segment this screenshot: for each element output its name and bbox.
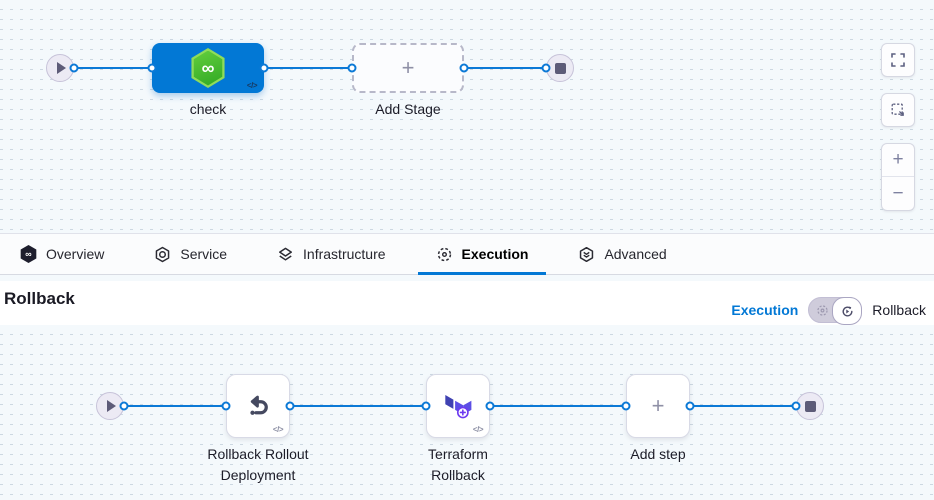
connector-point[interactable] (541, 63, 551, 73)
canvas-controls: + − (881, 43, 915, 211)
code-view-icon[interactable]: </> (272, 425, 284, 434)
connector-point[interactable] (421, 401, 431, 411)
code-view-icon[interactable]: </> (472, 425, 484, 434)
connector-point[interactable] (221, 401, 231, 411)
rollback-canvas[interactable]: </> Rollback Rollout Deployment </> Terr… (0, 325, 934, 500)
infinity-glyph: ∞ (201, 57, 215, 78)
rollback-start-node[interactable] (96, 392, 124, 420)
harness-cd-stage-icon: ∞ (191, 48, 225, 88)
connector-line (490, 405, 626, 407)
tab-service[interactable]: Service (136, 234, 245, 274)
tab-overview[interactable]: ∞ Overview (2, 234, 122, 274)
execution-rollback-toggle[interactable] (808, 297, 863, 325)
connector-point[interactable] (285, 401, 295, 411)
connector-point[interactable] (147, 63, 157, 73)
add-step-button[interactable]: + (626, 374, 690, 438)
zoom-in-button[interactable]: + (882, 144, 914, 177)
rollback-circular-icon (842, 305, 853, 317)
connector-point[interactable] (621, 401, 631, 411)
reset-selection-button[interactable] (881, 93, 915, 127)
terraform-icon (445, 395, 472, 419)
config-tab-bar: ∞ Overview Service Infrastructure (0, 233, 934, 275)
service-icon (154, 246, 171, 263)
step-label: Terraform Rollback (428, 446, 488, 483)
add-stage-label: Add Stage (375, 101, 441, 117)
execution-icon (816, 304, 829, 317)
code-view-icon[interactable]: </> (246, 81, 258, 90)
connector-point[interactable] (259, 63, 269, 73)
pipeline-start-node[interactable] (46, 54, 74, 82)
tab-execution[interactable]: Execution (417, 234, 547, 275)
stage-canvas[interactable]: ∞ </> check + Add Stage (0, 0, 934, 233)
step-rollback-rollout-deployment[interactable]: </> (226, 374, 290, 438)
marquee-select-icon (891, 103, 904, 116)
connector-line (124, 405, 226, 407)
tab-infrastructure[interactable]: Infrastructure (259, 234, 403, 274)
harness-logo-icon: ∞ (20, 245, 37, 263)
stop-icon (554, 62, 566, 74)
connector-point[interactable] (685, 401, 695, 411)
play-icon (57, 62, 66, 74)
plus-icon: + (651, 393, 665, 418)
rollback-section-header: Rollback Execution Rollb (0, 281, 934, 325)
add-stage-button[interactable]: + (352, 43, 464, 93)
infrastructure-icon (277, 246, 294, 263)
stage-label: check (189, 101, 227, 117)
connector-point[interactable] (791, 401, 801, 411)
fullscreen-icon (891, 53, 905, 67)
step-label: Rollback Rollout Deployment (207, 446, 309, 483)
connector-line (690, 405, 796, 407)
stop-icon (804, 400, 816, 412)
advanced-icon (578, 246, 595, 263)
execution-rollback-switch-row: Execution Rollback (731, 297, 926, 325)
connector-point[interactable] (119, 401, 129, 411)
canvas-strip (0, 275, 934, 281)
section-title: Rollback (4, 289, 75, 308)
execution-icon (436, 246, 453, 263)
connector-line (290, 405, 426, 407)
add-step-label: Add step (630, 446, 686, 462)
connector-point[interactable] (459, 63, 469, 73)
rollback-mode-label: Rollback (872, 302, 926, 318)
connector-point[interactable] (485, 401, 495, 411)
zoom-out-button[interactable]: − (882, 177, 914, 210)
execution-mode-link[interactable]: Execution (731, 302, 799, 318)
play-icon (107, 400, 116, 412)
connector-line (264, 67, 352, 69)
connector-point[interactable] (347, 63, 357, 73)
plus-icon: + (401, 55, 415, 80)
step-terraform-rollback[interactable]: </> (426, 374, 490, 438)
tab-advanced[interactable]: Advanced (560, 234, 684, 274)
connector-point[interactable] (69, 63, 79, 73)
stage-check[interactable]: ∞ </> (152, 43, 264, 93)
connector-line (74, 67, 152, 69)
zoom-control-group: + − (881, 143, 915, 211)
connector-line (464, 67, 546, 69)
pipeline-end-node[interactable] (546, 54, 574, 82)
fullscreen-button[interactable] (881, 43, 915, 77)
rollback-undo-icon (250, 395, 268, 415)
toggle-thumb[interactable] (832, 297, 863, 325)
